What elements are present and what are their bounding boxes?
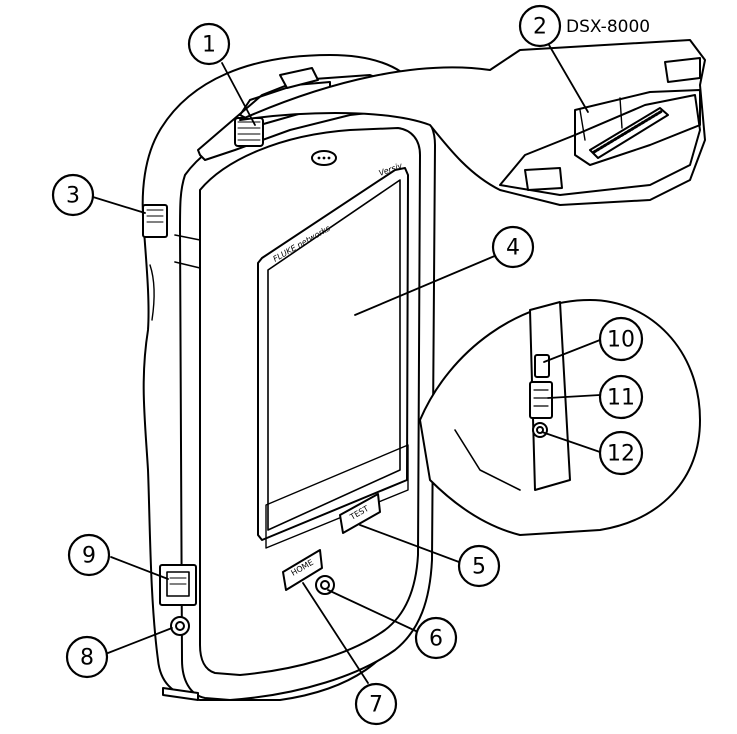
callout-12-circle — [598, 430, 644, 476]
callout-3-number: 3 — [66, 184, 80, 209]
callout-9-circle — [67, 533, 111, 577]
callout-2-number: 2 — [533, 15, 547, 40]
callout-2-circle — [518, 4, 562, 48]
callout-1-number: 1 — [202, 33, 216, 58]
callout-12-number: 12 — [607, 442, 635, 467]
callout-4-number: 4 — [506, 236, 520, 261]
callout-3-circle — [51, 173, 95, 217]
callout-5-number: 5 — [472, 555, 486, 580]
callout-1-circle — [187, 22, 231, 66]
leader-lines — [92, 44, 601, 684]
callout-7-circle — [354, 682, 398, 726]
magnified-side-ports — [419, 299, 701, 536]
tester-body — [141, 54, 436, 701]
callout-8-number: 8 — [80, 646, 94, 671]
callout-10-number: 10 — [607, 328, 635, 353]
callout-6-circle — [414, 616, 458, 660]
callout-4-circle — [491, 225, 535, 269]
callout-circles — [51, 4, 644, 726]
callout-8-circle — [65, 635, 109, 679]
callout-6-number: 6 — [429, 627, 443, 652]
callout-9-number: 9 — [82, 544, 96, 569]
magnified-top-connector — [239, 39, 706, 206]
callout-7-number: 7 — [369, 693, 383, 718]
callout-11-number: 11 — [607, 386, 635, 411]
callout-11-circle — [598, 374, 644, 420]
callout-5-circle — [457, 544, 501, 588]
model-label: DSX-8000 — [566, 17, 650, 37]
callout-10-circle — [598, 316, 644, 362]
